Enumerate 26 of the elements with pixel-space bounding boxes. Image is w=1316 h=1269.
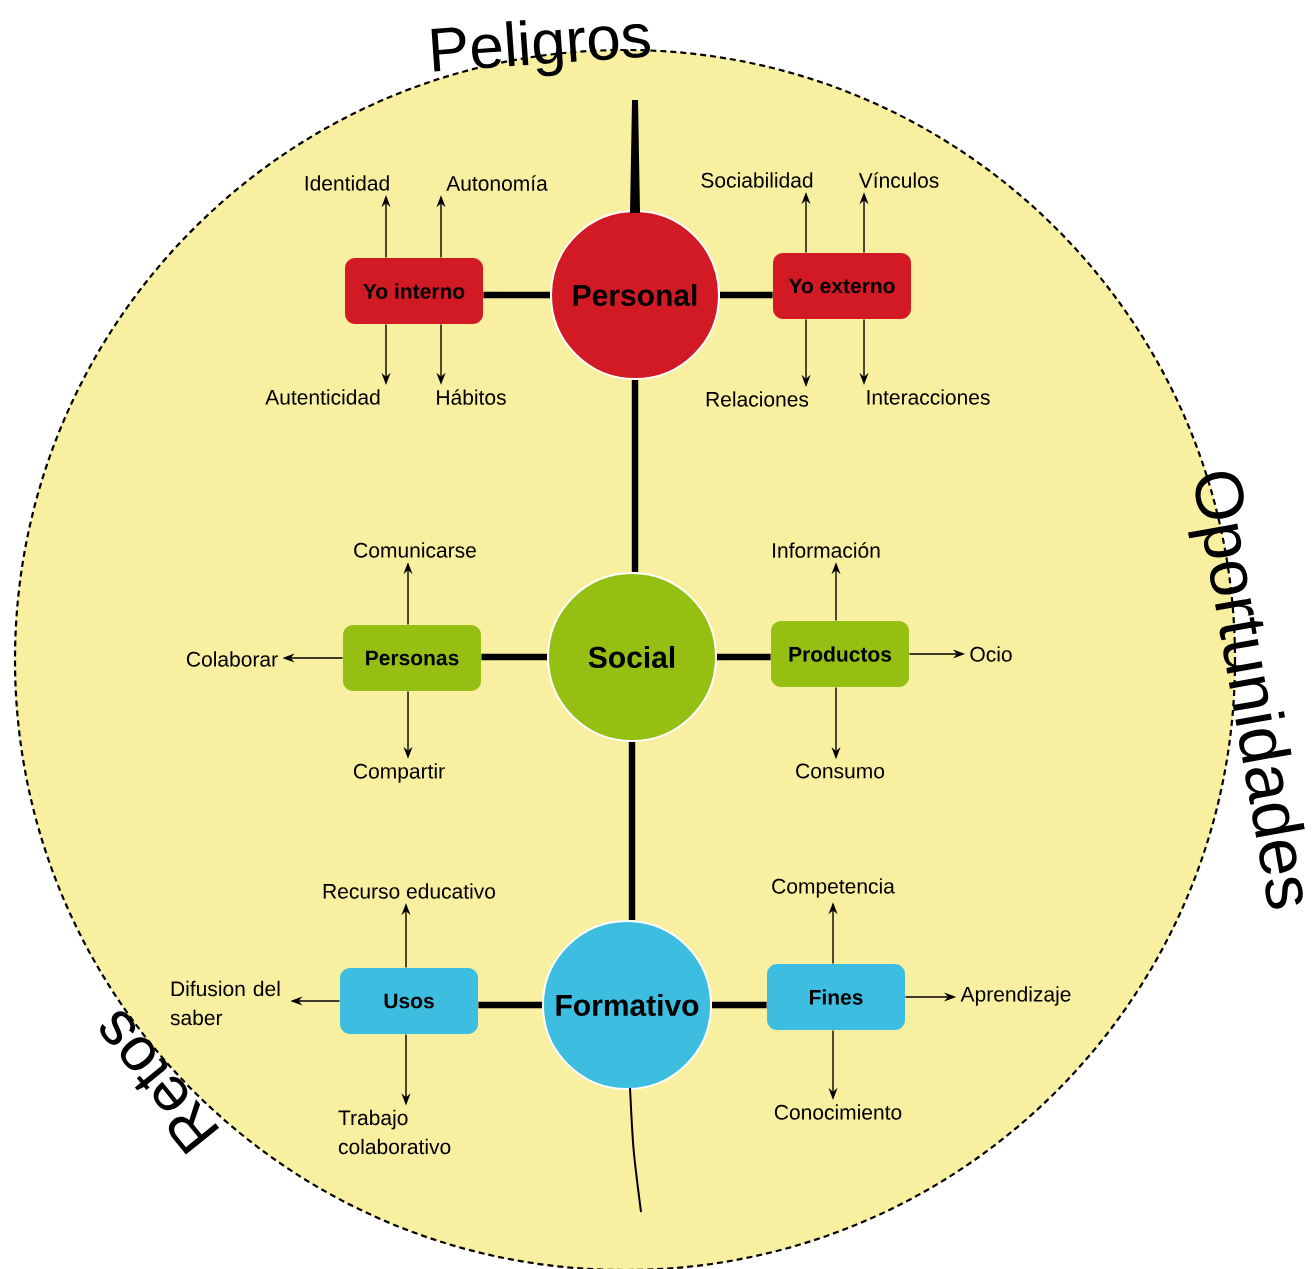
- curved-heading: Peligros: [431, 20, 650, 77]
- category-box: Yo externo: [773, 253, 911, 319]
- item-label: Trabajo colaborativo: [338, 1109, 451, 1155]
- item-label: Identidad: [305, 175, 389, 191]
- category-box: Fines: [767, 964, 905, 1030]
- item-label: Comunicarse: [354, 542, 476, 558]
- item-label: Colaborar: [186, 651, 278, 667]
- item-label: Autenticidad: [265, 389, 380, 405]
- item-label: Conocimiento: [774, 1104, 902, 1120]
- category-box: Usos: [340, 968, 478, 1034]
- item-label: Interacciones: [867, 389, 990, 405]
- item-label: Hábitos: [437, 389, 506, 405]
- item-label: Compartir: [354, 763, 445, 783]
- item-label: Información: [773, 542, 880, 558]
- item-label: Consumo: [796, 763, 885, 779]
- item-label: Ocio: [970, 646, 1012, 662]
- item-label: Vínculos: [858, 172, 939, 188]
- category-box: Yo interno: [345, 258, 483, 324]
- item-label: Relaciones: [706, 391, 809, 407]
- item-label: Recurso educativo: [323, 883, 496, 899]
- item-label: Aprendizaje: [960, 986, 1071, 1006]
- item-label: Competencia: [772, 878, 895, 898]
- category-box: Productos: [771, 621, 909, 687]
- category-box: Personas: [343, 625, 481, 691]
- item-label: Autonomía: [446, 175, 548, 191]
- item-label: Sociabilidad: [701, 172, 813, 188]
